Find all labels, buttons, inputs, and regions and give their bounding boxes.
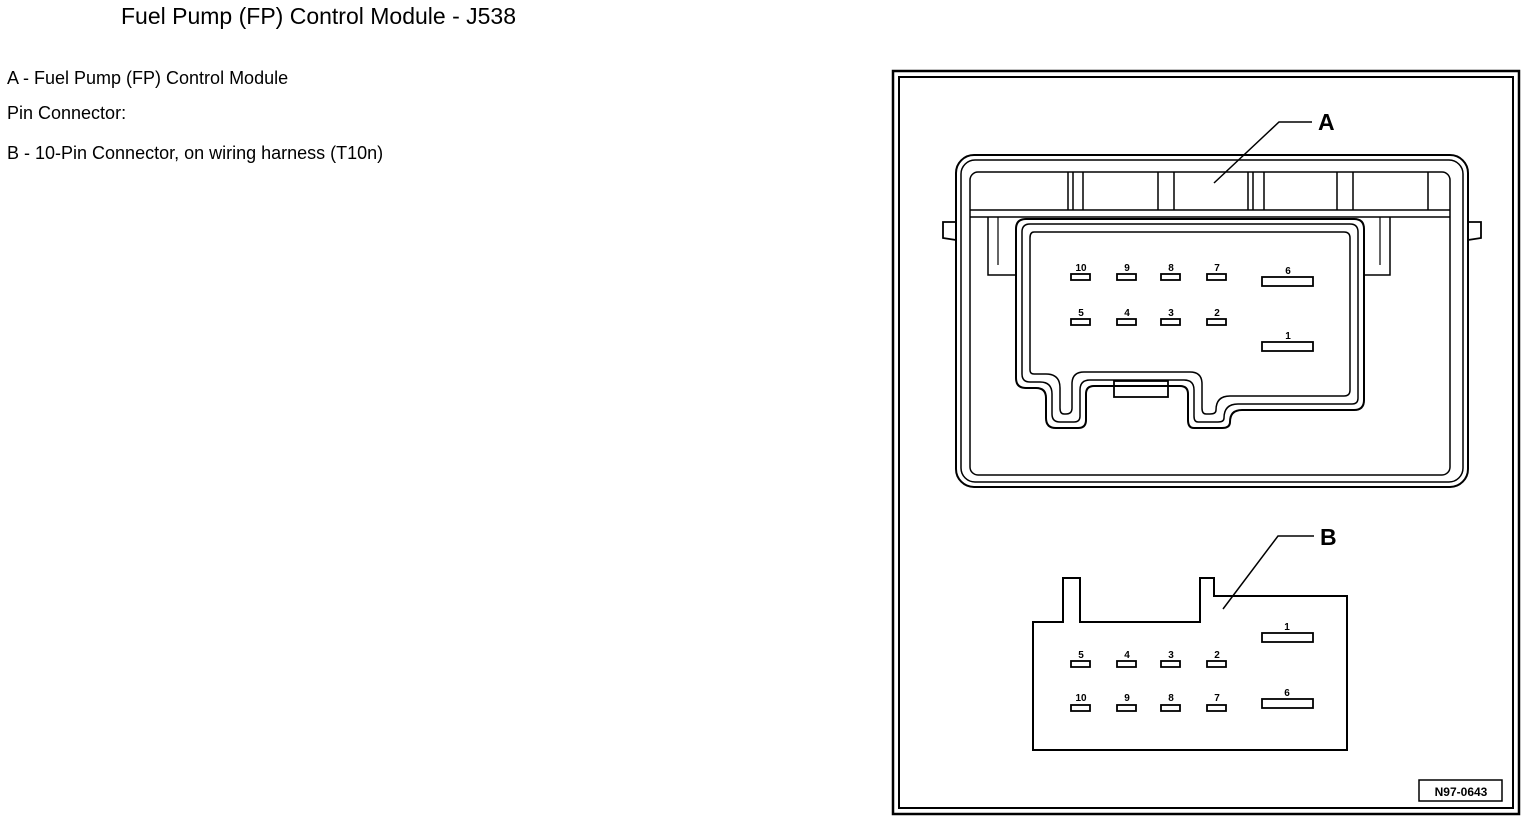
legend-item-a: A - Fuel Pump (FP) Control Module [7,68,289,88]
pin-b-6 [1261,698,1314,709]
legend-item-b: B - 10-Pin Connector, on wiring harness … [7,143,384,163]
pin-a-5 [1070,318,1091,326]
pin-a-label: 6 [1285,266,1291,277]
pin-b-3 [1160,660,1181,668]
pin-a-1 [1261,341,1314,352]
pin-b-label: 6 [1284,688,1290,699]
callout-a-leader [1213,121,1312,184]
pin-b-label: 4 [1124,650,1130,661]
connector-b-body [1032,577,1348,751]
callout-b-leader [1222,535,1314,610]
pin-b-label: 9 [1124,693,1130,704]
pin-b-label: 1 [1284,622,1290,633]
module-a-housing [942,154,1482,488]
module-a-pins [1070,273,1314,352]
pin-a-label: 8 [1168,263,1174,274]
page-title: Fuel Pump (FP) Control Module - J538 [121,3,516,29]
pin-a-6 [1261,276,1314,287]
pin-b-5 [1070,660,1091,668]
pin-a-label: 3 [1168,308,1174,319]
connector-b-pins [1070,632,1314,712]
pin-a-8 [1160,273,1181,281]
pin-a-label: 2 [1214,308,1220,319]
pin-a-7 [1206,273,1227,281]
pin-b-1 [1261,632,1314,643]
pin-b-8 [1160,704,1181,712]
diagram-frame-inner [898,76,1514,809]
callout-a-label: A [1318,109,1335,135]
pin-b-label: 2 [1214,650,1220,661]
pin-b-label: 7 [1214,693,1220,704]
pin-b-9 [1116,704,1137,712]
diagram-frame-outer [891,69,1521,816]
figure-id-box [1418,779,1503,802]
callout-b-label: B [1320,524,1337,550]
pin-a-4 [1116,318,1137,326]
pin-a-10 [1070,273,1091,281]
pin-b-4 [1116,660,1137,668]
pin-b-label: 3 [1168,650,1174,661]
module-a-pin-labels: 10 9 8 7 6 5 4 3 2 1 [1075,263,1291,342]
pin-b-7 [1206,704,1227,712]
pin-a-label: 5 [1078,308,1084,319]
figure-id: N97-0643 [1435,785,1488,799]
connector-b-pin-labels: 1 5 4 3 2 10 9 8 7 6 [1075,622,1290,704]
pin-b-label: 10 [1075,693,1087,704]
pin-a-label: 4 [1124,308,1130,319]
pin-b-label: 5 [1078,650,1084,661]
pin-a-9 [1116,273,1137,281]
pin-b-2 [1206,660,1227,668]
pin-a-2 [1206,318,1227,326]
pin-a-label: 1 [1285,331,1291,342]
module-a-socket [1015,218,1365,429]
legend-pin-connector: Pin Connector: [7,103,127,123]
pin-a-3 [1160,318,1181,326]
pin-b-label: 8 [1168,693,1174,704]
pin-b-10 [1070,704,1091,712]
pin-a-label: 10 [1075,263,1087,274]
pin-a-label: 9 [1124,263,1130,274]
pin-a-label: 7 [1214,263,1220,274]
